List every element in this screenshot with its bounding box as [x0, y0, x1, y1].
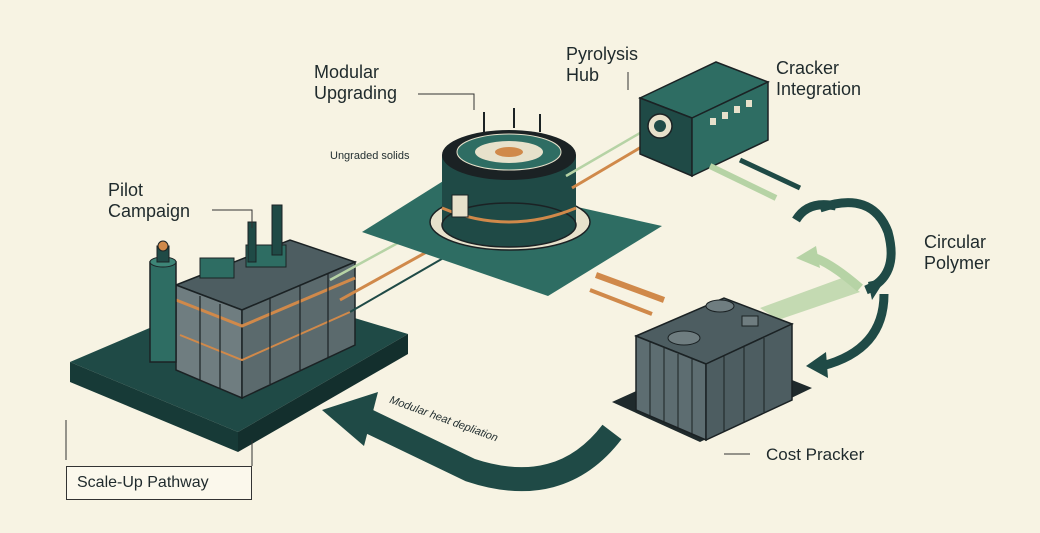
label-pilot-campaign-line1: Pilot	[108, 180, 144, 200]
label-circular-polymer: Circular Polymer	[924, 232, 990, 274]
label-modular-upgrading-line1: Modular	[314, 62, 380, 82]
label-pyrolysis-hub-line1: Pyrolysis	[566, 44, 639, 64]
scale-up-pathway-box: Scale-Up Pathway	[66, 466, 252, 500]
leader-lines	[65, 72, 750, 466]
label-pyrolysis-hub: Pyrolysis Hub	[566, 44, 638, 86]
label-circular-polymer-line2: Polymer	[924, 253, 991, 273]
pilot-base-edge	[70, 362, 238, 452]
pyrolysis-reactor	[429, 108, 591, 251]
pilot-base-edge-right	[238, 334, 408, 452]
label-pilot-campaign: Pilot Campaign	[108, 180, 190, 222]
label-cracker-integration: Cracker Integration	[776, 58, 861, 100]
cost-tracker-tank	[612, 297, 812, 442]
label-circular-polymer-line1: Circular	[924, 232, 987, 252]
label-cracker-integration-line2: Integration	[776, 79, 862, 99]
cracker-stripe-dark	[738, 157, 802, 191]
label-ungraded-solids: Ungraded solids	[330, 150, 410, 162]
label-modular-upgrading-line2: Upgrading	[314, 83, 398, 103]
label-cost-tracker: Cost Pracker	[766, 445, 865, 464]
label-pilot-campaign-line2: Campaign	[108, 201, 191, 221]
label-modular-upgrading: Modular Upgrading	[314, 62, 397, 104]
circular-arrows	[792, 198, 896, 378]
cracker-stripe-green	[708, 163, 778, 201]
cracker-unit	[638, 61, 770, 178]
pilot-tank	[149, 240, 177, 363]
light-green-band	[760, 278, 860, 320]
label-pyrolysis-hub-line2: Hub	[566, 65, 600, 85]
return-arrow	[322, 392, 622, 492]
orange-stripe	[594, 272, 666, 303]
pilot-plant	[173, 204, 358, 400]
label-cracker-integration-line1: Cracker	[776, 58, 840, 78]
orange-stripe-2	[589, 288, 653, 316]
